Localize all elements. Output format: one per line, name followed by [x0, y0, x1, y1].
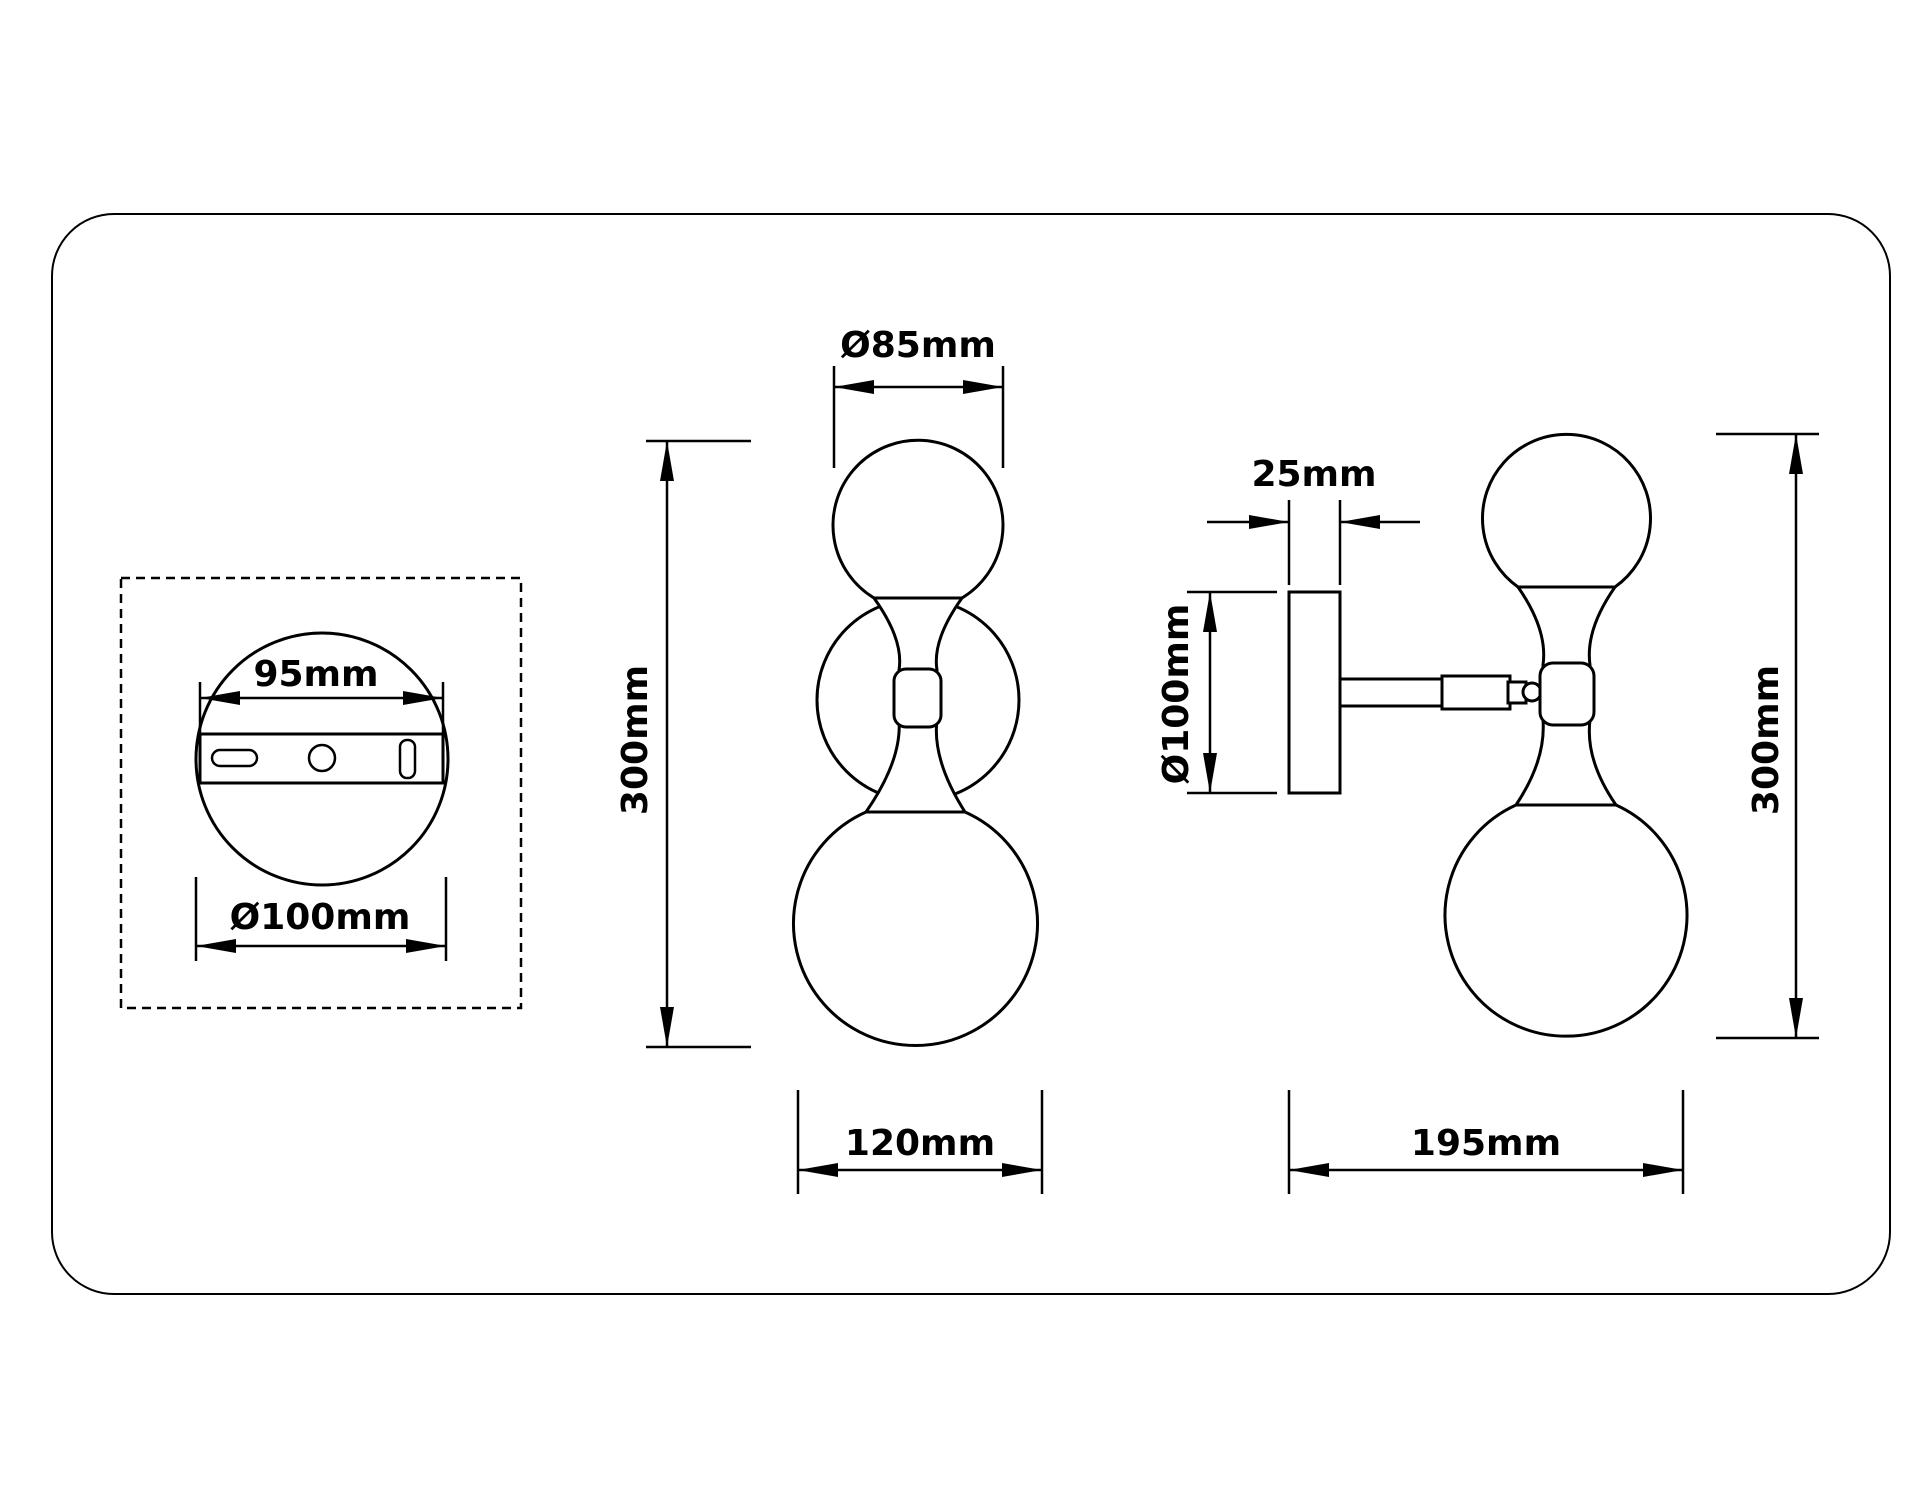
front-view: Ø85mm 300mm 120mm — [615, 325, 1044, 1194]
dim-front-h-label: 300mm — [615, 665, 656, 815]
bracket-center-hole — [307, 743, 337, 773]
mount-plate-dashed-box — [119, 576, 523, 1010]
dim-120-label: 120mm — [845, 1123, 995, 1164]
dim-85-label: Ø85mm — [840, 325, 996, 366]
drawing-frame — [51, 213, 1891, 1295]
side-top-shade — [1481, 432, 1652, 589]
side-view: 25mm Ø100mm 300mm 195mm — [1156, 432, 1819, 1194]
bracket-slot-right — [398, 738, 417, 780]
dim-95-label: 95mm — [253, 654, 378, 695]
mount-plate-circle — [194, 631, 450, 887]
bracket-slot-left — [210, 748, 259, 768]
front-bottom-shade — [792, 810, 1039, 1047]
dim-side-plate-label: Ø100mm — [1156, 604, 1197, 785]
front-top-shade — [831, 438, 1005, 600]
dim-plate-label: Ø100mm — [230, 897, 411, 938]
side-arm — [1338, 677, 1444, 708]
front-center-joint — [892, 667, 943, 729]
side-arm-sleeve — [1440, 674, 1512, 711]
dim-25-label: 25mm — [1251, 454, 1376, 495]
side-bottom-shade — [1443, 803, 1689, 1038]
side-arm-knuckle — [1521, 681, 1543, 703]
side-center-joint — [1538, 661, 1596, 727]
mount-plate-view: 95mm Ø100mm — [119, 576, 523, 1010]
dim-side-h-label: 300mm — [1746, 665, 1787, 815]
mounting-bracket — [198, 732, 445, 785]
side-backplate — [1287, 590, 1342, 795]
dim-195-label: 195mm — [1411, 1123, 1561, 1164]
